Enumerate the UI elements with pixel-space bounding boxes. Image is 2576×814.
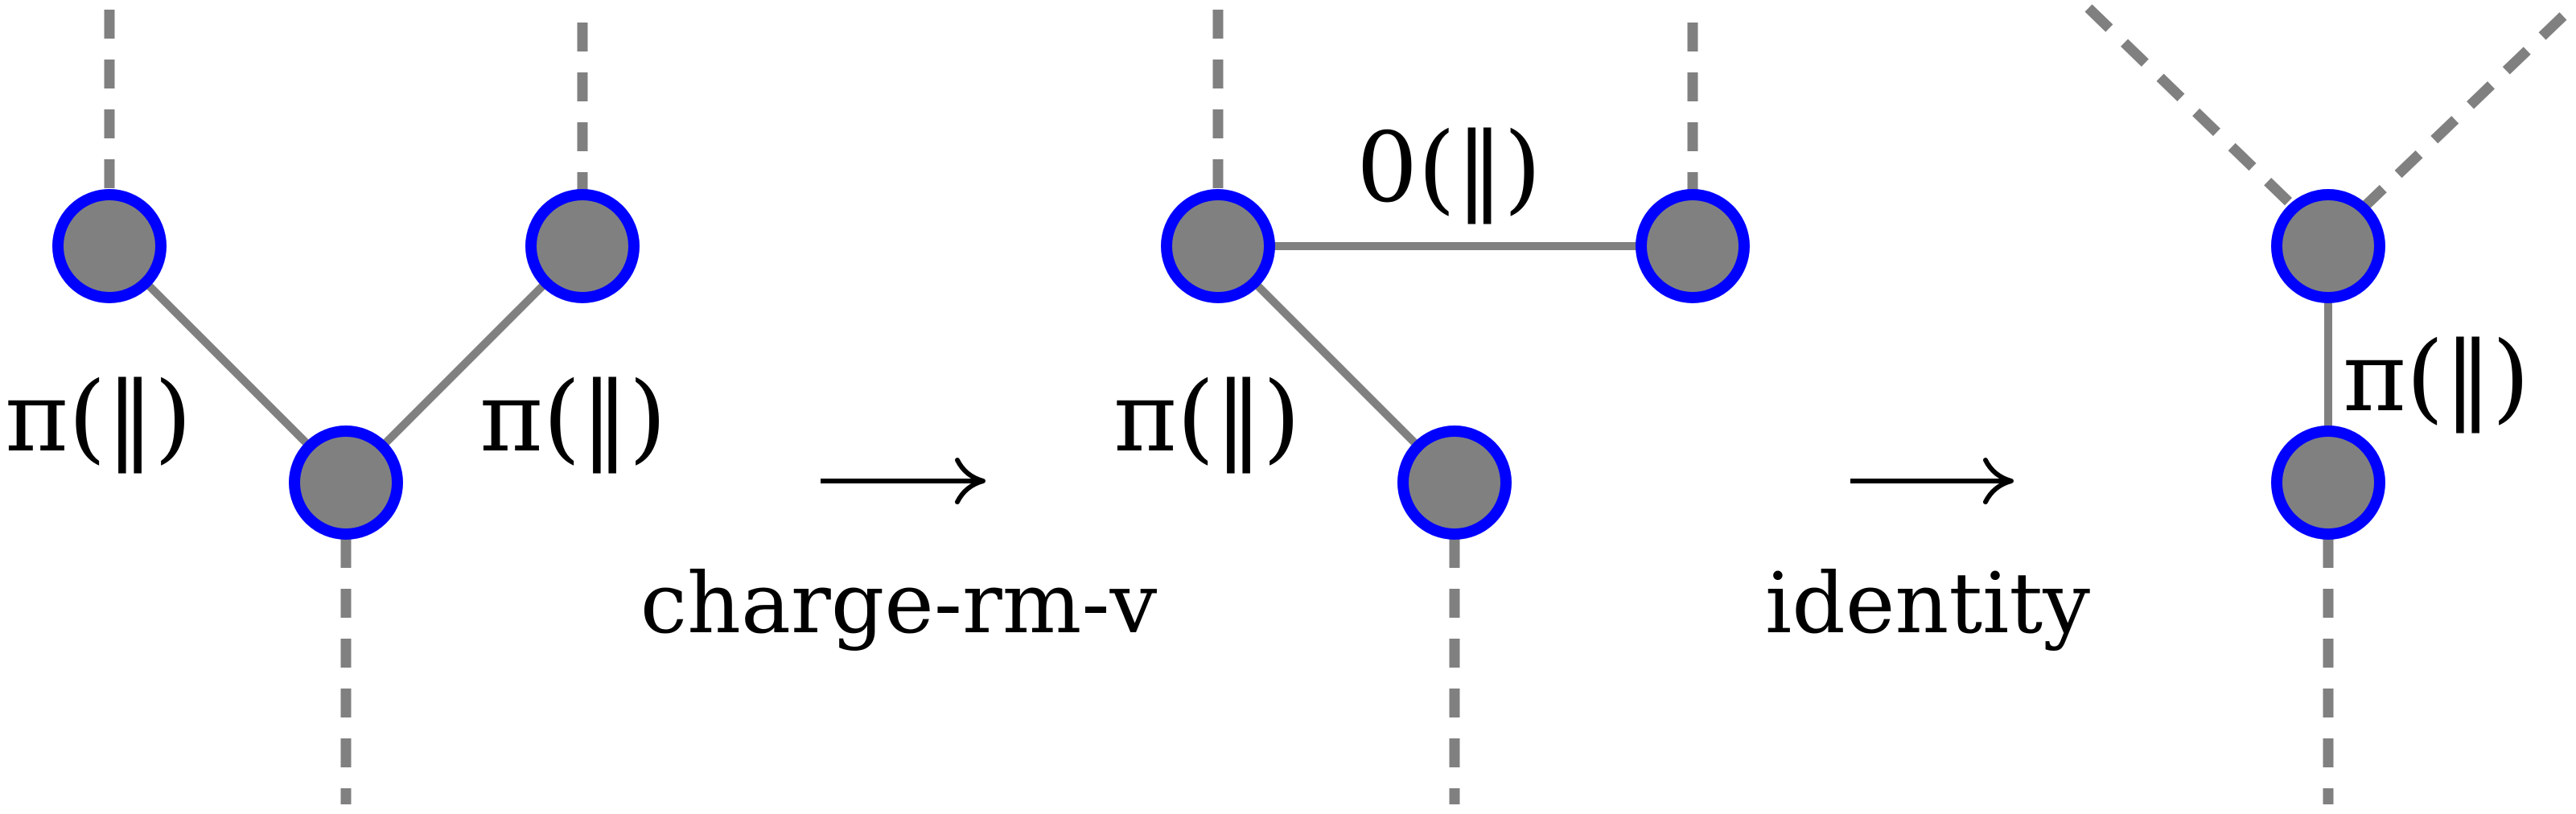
graph-3: π(‖): [2084, 4, 2567, 804]
graph1-edge-left-label: π(‖): [5, 362, 192, 474]
graph3-node-bottom: [2271, 426, 2385, 540]
graph1-node-top-left: [52, 189, 167, 303]
graph3-node-top: [2271, 189, 2385, 303]
graph2-edge-top-label: 0(‖): [1356, 113, 1541, 224]
step-1: charge-rm-v: [640, 458, 1158, 652]
right-arrow-icon: [821, 458, 986, 504]
graph-2: 0(‖) π(‖): [1113, 10, 1750, 804]
step2-label: identity: [1765, 554, 2090, 652]
step1-label: charge-rm-v: [640, 554, 1158, 652]
graph3-leg-top-right: [2361, 12, 2567, 210]
graph3-leg-top-left: [2084, 4, 2297, 210]
graph2-edge-diagonal-label: π(‖): [1113, 362, 1301, 474]
graph2-node-top-left: [1161, 189, 1275, 303]
graph-1: π(‖) π(‖): [5, 10, 667, 804]
graph3-edge-label: π(‖): [2343, 322, 2530, 434]
graph1-edge-right-label: π(‖): [479, 362, 667, 474]
graph2-node-top-right: [1636, 189, 1750, 303]
right-arrow-icon: [1850, 458, 2014, 504]
graph1-node-bottom: [289, 426, 403, 540]
graph2-node-bottom: [1397, 426, 1512, 540]
graph1-node-top-right: [525, 189, 640, 303]
step-2: identity: [1765, 458, 2090, 652]
